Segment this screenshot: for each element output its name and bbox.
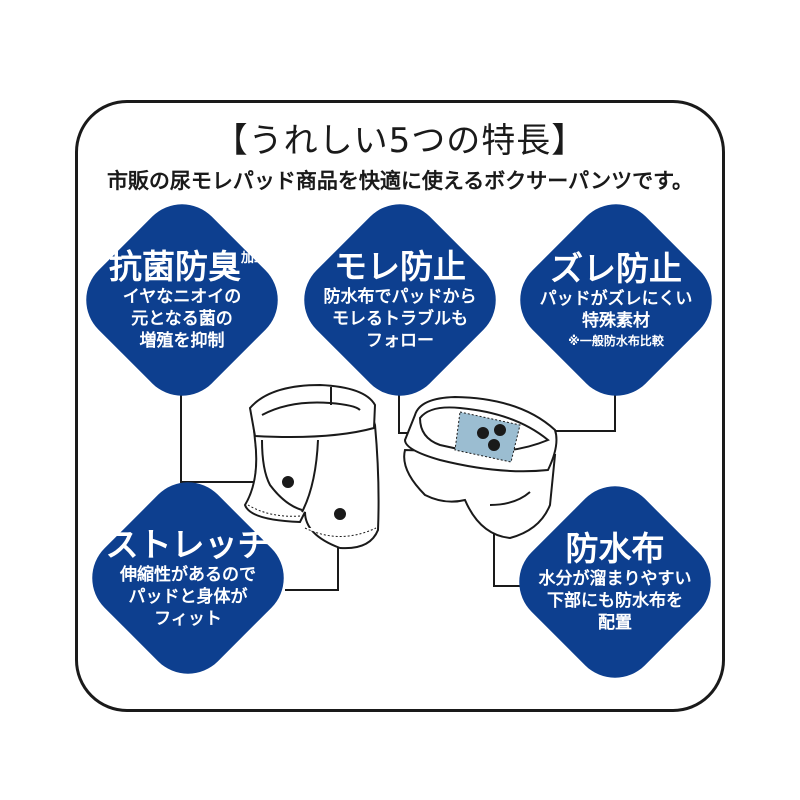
feature-desc: モレるトラブルも xyxy=(332,309,468,329)
feature-desc: パッドがズレにくい xyxy=(539,289,693,309)
feature-heading: モレ防止 xyxy=(334,247,466,286)
feature-heading: 防水布 xyxy=(565,529,665,568)
feature-desc: パッドと身体が xyxy=(128,587,248,607)
feature-desc: イヤなニオイの xyxy=(122,287,242,307)
feature-desc: 下部にも防水布を xyxy=(547,591,683,611)
feature-desc: 防水布でパッドから xyxy=(323,287,477,307)
feature-antibacterial: 抗菌防臭加工 イヤなニオイの 元となる菌の 増殖を抑制 xyxy=(68,186,296,414)
boxer-inside-view xyxy=(403,395,558,540)
feature-desc: 増殖を抑制 xyxy=(139,331,225,351)
page-title: 【うれしい5つの特長】 xyxy=(213,121,587,161)
feature-stretch: ストレッチ 伸縮性があるので パッドと身体が フィット xyxy=(74,464,302,692)
feature-heading: ストレッチ xyxy=(105,525,271,564)
feature-heading-suffix: 加工 xyxy=(241,251,268,266)
feature-desc: 水分が溜まりやすい xyxy=(538,569,692,589)
content-frame xyxy=(75,100,725,712)
page-subtitle: 市販の尿モレパッド商品を快適に使えるボクサーパンツです。 xyxy=(106,169,694,193)
feature-desc: フィット xyxy=(154,609,222,629)
feature-heading: ズレ防止 xyxy=(550,249,682,288)
feature-desc: 元となる菌の xyxy=(131,309,233,329)
boxer-front-view xyxy=(243,383,380,550)
feature-heading: 抗菌防臭 xyxy=(109,247,241,286)
feature-desc: フォロー xyxy=(366,331,434,351)
feature-note: ※一般防水布比較 xyxy=(568,334,664,348)
feature-leak-prevention: モレ防止 防水布でパッドから モレるトラブルも フォロー xyxy=(286,186,514,414)
feature-slip-prevention: ズレ防止 パッドがズレにくい 特殊素材 ※一般防水布比較 xyxy=(502,186,730,414)
feature-desc: 特殊素材 xyxy=(582,311,650,331)
feature-waterproof: 防水布 水分が溜まりやすい 下部にも防水布を 配置 xyxy=(501,468,729,696)
feature-desc: 配置 xyxy=(598,613,632,633)
feature-desc: 伸縮性があるので xyxy=(120,565,256,585)
